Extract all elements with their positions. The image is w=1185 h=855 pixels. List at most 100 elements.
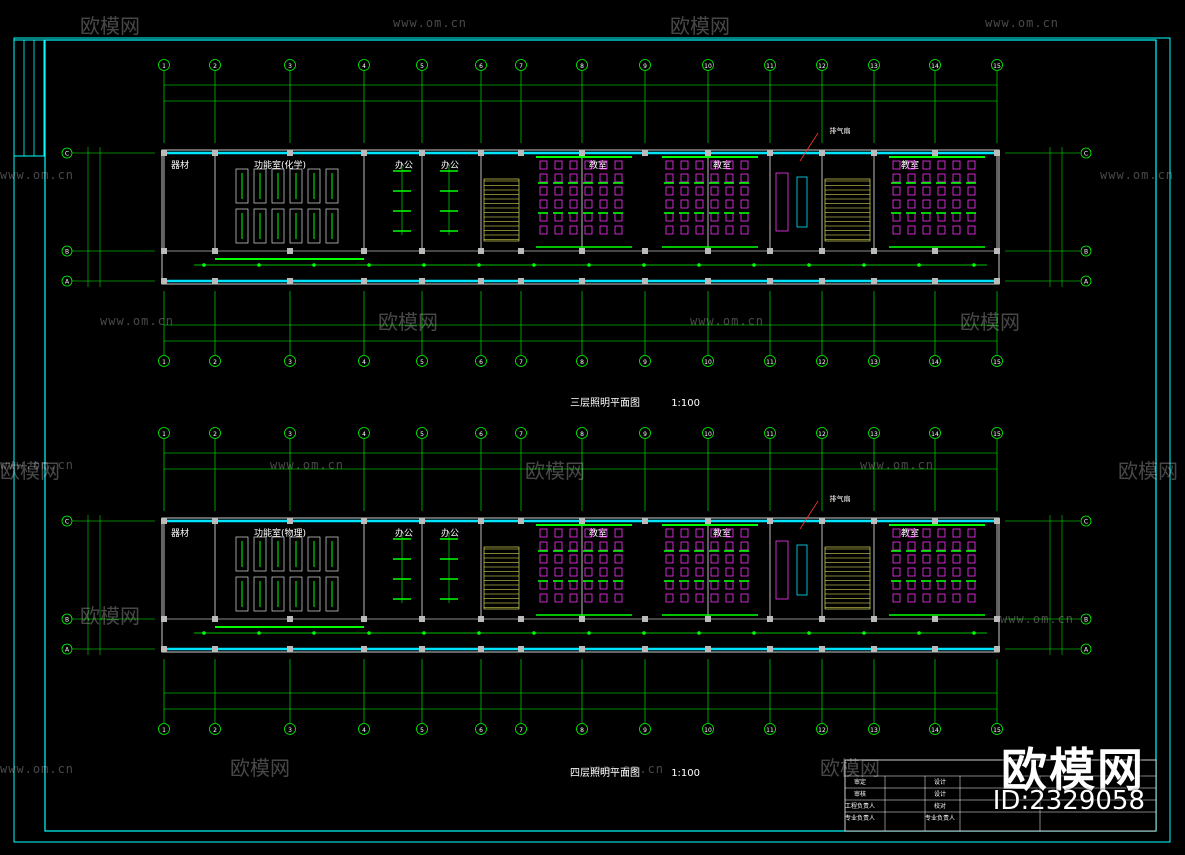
column (361, 150, 367, 156)
student-desk (614, 160, 623, 170)
column (161, 518, 167, 524)
student-desk (695, 554, 704, 564)
axis-label-bottom: 13 (870, 727, 878, 734)
student-desk (937, 199, 946, 209)
row-bubble-left (61, 275, 73, 287)
axis-label-top: 8 (580, 431, 584, 438)
lab-desk (289, 208, 303, 244)
student-desk (952, 225, 961, 235)
axis-label-top: 11 (766, 63, 774, 70)
student-desk (539, 173, 548, 183)
student-desk (680, 567, 689, 577)
column (579, 646, 585, 652)
axis-bubble-top (358, 427, 370, 439)
corridor-light (972, 263, 976, 267)
column (994, 248, 1000, 254)
student-desk (907, 160, 916, 170)
student-desk (710, 173, 719, 183)
axis-bubble-bottom (358, 355, 370, 367)
student-desk (554, 199, 563, 209)
student-desk (665, 160, 674, 170)
axis-bubble-bottom (284, 723, 296, 735)
column (994, 646, 1000, 652)
row-bubble-left (61, 515, 73, 527)
title-block-cell: 设计 (934, 778, 946, 786)
axis-bubble-bottom (576, 723, 588, 735)
room-label-7: 教室 (901, 159, 919, 171)
row-label-left: A (65, 279, 70, 286)
axis-bubble-top (515, 427, 527, 439)
axis-bubble-bottom (991, 723, 1003, 735)
student-desk (967, 528, 976, 538)
axis-label-bottom: 1 (162, 359, 166, 366)
axis-label-bottom: 2 (213, 727, 217, 734)
column (478, 616, 484, 622)
watermark-brand: 欧模网 (1001, 743, 1145, 797)
corridor-light (532, 263, 536, 267)
student-desk (614, 199, 623, 209)
axis-label-bottom: 4 (362, 727, 366, 734)
column (705, 278, 711, 284)
corridor-light (972, 631, 976, 635)
row-label-right: A (1084, 279, 1089, 286)
student-desk (569, 199, 578, 209)
axis-label-top: 14 (931, 431, 939, 438)
student-desk (710, 554, 719, 564)
column (932, 248, 938, 254)
student-desk (892, 554, 901, 564)
leader-line (799, 132, 819, 162)
student-desk (710, 567, 719, 577)
student-desk (922, 567, 931, 577)
axis-label-top: 4 (362, 431, 366, 438)
room-label-1: 器材 (171, 159, 189, 171)
lab-desk (325, 168, 339, 204)
student-desk (907, 173, 916, 183)
student-desk (569, 554, 578, 564)
column (518, 278, 524, 284)
column (161, 646, 167, 652)
student-desk (599, 199, 608, 209)
axis-label-bottom: 8 (580, 359, 584, 366)
axis-bubble-bottom (816, 723, 828, 735)
lab-desk (307, 536, 321, 572)
student-desk (584, 173, 593, 183)
student-desk (740, 541, 749, 551)
axis-label-top: 5 (420, 431, 424, 438)
column (642, 616, 648, 622)
student-desk (907, 567, 916, 577)
row-bubble-left (61, 245, 73, 257)
student-desk (599, 173, 608, 183)
axis-label-top: 8 (580, 63, 584, 70)
lab-desk (235, 208, 249, 244)
axis-label-bottom: 1 (162, 727, 166, 734)
student-desk (554, 173, 563, 183)
student-desk (665, 173, 674, 183)
axis-bubble-bottom (158, 723, 170, 735)
axis-label-top: 7 (519, 63, 523, 70)
student-desk (680, 186, 689, 196)
student-desk (907, 186, 916, 196)
student-desk (614, 541, 623, 551)
student-desk (584, 567, 593, 577)
axis-bubble-bottom (702, 723, 714, 735)
axis-bubble-top (158, 427, 170, 439)
binding-strip (13, 39, 45, 157)
student-desk (584, 554, 593, 564)
axis-label-top: 2 (213, 63, 217, 70)
column (518, 646, 524, 652)
axis-bubble-bottom (515, 723, 527, 735)
column (994, 278, 1000, 284)
student-desk (907, 541, 916, 551)
student-desk (614, 186, 623, 196)
axis-bubble-top (515, 59, 527, 71)
annotation-exhaust-fan: 排气扇 (830, 494, 851, 503)
row-label-left: C (65, 519, 69, 526)
lab-desk (235, 536, 249, 572)
student-desk (922, 554, 931, 564)
corridor-light (422, 263, 426, 267)
student-desk (740, 528, 749, 538)
student-desk (569, 593, 578, 603)
column (518, 518, 524, 524)
student-desk (695, 541, 704, 551)
